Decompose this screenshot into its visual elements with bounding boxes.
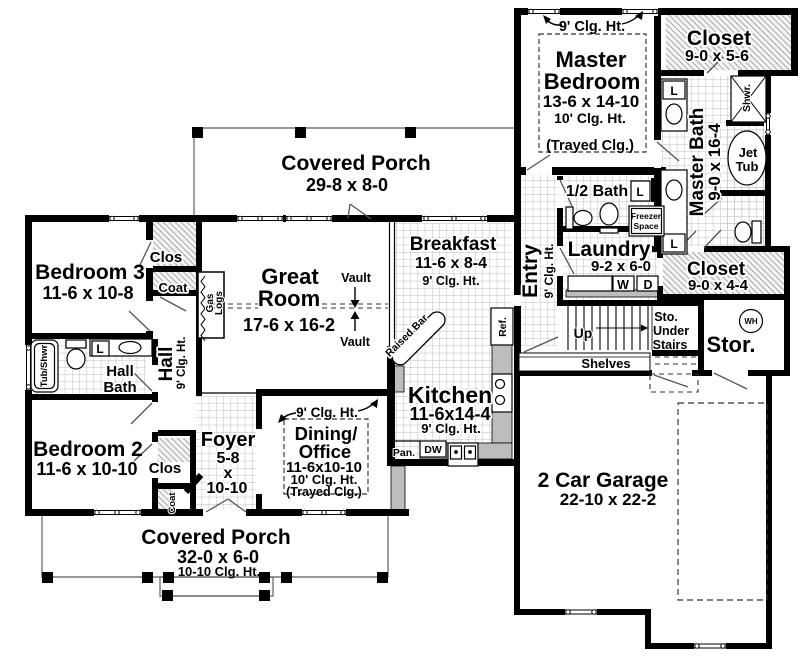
arrows bbox=[278, 11, 643, 423]
foyer-dim-1: 5-8 bbox=[216, 450, 239, 467]
hall-bath-fixtures bbox=[30, 338, 153, 393]
linen-label-halfbath: L bbox=[636, 185, 643, 199]
master-dim: 13-6 x 14-10 bbox=[543, 92, 639, 111]
hall-bath-name-2: Bath bbox=[103, 379, 136, 396]
breakfast-dim: 11-6 x 8-4 bbox=[415, 255, 487, 272]
garage-name: 2 Car Garage bbox=[538, 469, 669, 492]
master-name-1: Master bbox=[556, 47, 627, 72]
dining-tray: (Trayed Clg.) bbox=[286, 485, 362, 499]
bedroom3-coat-label: Coat bbox=[159, 280, 189, 295]
porch-posts bbox=[42, 127, 416, 601]
stairs bbox=[567, 306, 653, 350]
dashed-lines bbox=[210, 33, 768, 601]
bedroom2-closet-label: Clos bbox=[149, 460, 182, 477]
breakfast-name: Breakfast bbox=[410, 234, 497, 255]
jet-tub-label-2: Tub bbox=[736, 159, 759, 174]
foyer-dim-2: x bbox=[224, 465, 233, 482]
foyer-dim-3: 10-10 bbox=[207, 480, 248, 497]
fireplace bbox=[197, 271, 225, 342]
dryer-label: D bbox=[643, 278, 652, 292]
breakfast-clg: 9' Clg. Ht. bbox=[422, 274, 479, 288]
master-clg-note: 9' Clg. Ht. bbox=[559, 19, 625, 35]
shelves-label: Shelves bbox=[581, 356, 630, 371]
kitchen-fixtures bbox=[419, 307, 514, 467]
garage-dim: 22-10 x 22-2 bbox=[560, 490, 656, 509]
washer-label: W bbox=[617, 278, 629, 292]
closet-top-name: Closet bbox=[687, 27, 751, 50]
door-leaves bbox=[128, 56, 748, 513]
wall-openings bbox=[146, 70, 748, 516]
half-bath-fixtures bbox=[565, 180, 651, 234]
kitchen-dim: 11-6x14-4 bbox=[409, 404, 490, 424]
bedroom2-name: Bedroom 2 bbox=[33, 438, 143, 461]
porch-bottom-clg: 10-10 Clg. Ht. bbox=[178, 564, 260, 579]
porch-bottom-dim: 32-0 x 6-0 bbox=[177, 547, 259, 567]
dining-clg: 10' Clg. Ht. bbox=[291, 472, 358, 487]
master-tray: (Trayed Clg.) bbox=[546, 138, 634, 154]
foyer-chamfer-wall bbox=[183, 473, 204, 494]
stairs-up-label: Up bbox=[574, 325, 593, 341]
freezer-label-1: Freezer bbox=[631, 211, 662, 221]
vault-label-bottom: Vault bbox=[340, 335, 371, 349]
foyer-name: Foyer bbox=[201, 429, 256, 451]
bedroom3-closet-label: Clos bbox=[150, 249, 183, 266]
hall-clg: 9' Clg. Ht. bbox=[176, 337, 188, 390]
freezer-label-2: Space bbox=[633, 221, 658, 231]
bedroom2-dim: 11-6 x 10-10 bbox=[36, 459, 137, 479]
bedroom3-dim: 11-6 x 10-8 bbox=[42, 283, 133, 303]
kitchen-clg: 9' Clg. Ht. bbox=[421, 421, 480, 436]
shelves-band bbox=[518, 352, 651, 372]
hall-name: Hall bbox=[156, 347, 177, 382]
pantry-label: Pan. bbox=[393, 447, 415, 459]
laundry-fixtures bbox=[567, 205, 665, 292]
kitchen-name: Kitchen bbox=[408, 382, 492, 408]
closet-hatching bbox=[152, 14, 791, 516]
great-room-dim: 17-6 x 16-2 bbox=[243, 315, 335, 335]
shower-label: Shwr. bbox=[741, 84, 753, 112]
great-room-name-2: Room bbox=[258, 286, 320, 311]
foyer-coat-label: Coat bbox=[167, 492, 178, 514]
dining-clg-note: 9' Clg. Ht. bbox=[296, 405, 358, 420]
master-bath-dim: 9-0 x 16-4 bbox=[705, 123, 724, 201]
closet-mid-name: Closet bbox=[687, 259, 746, 280]
linen-label-hallbath: L bbox=[96, 342, 103, 356]
laundry-name: Laundry bbox=[568, 238, 651, 261]
laundry-dim: 9-2 x 6-0 bbox=[591, 258, 651, 275]
master-bath-name: Master Bath bbox=[687, 108, 708, 217]
closet-mid-dim: 9-0 x 4-4 bbox=[688, 277, 749, 294]
master-bath-fixtures bbox=[660, 75, 767, 255]
linen-label-mb-bottom: L bbox=[670, 237, 677, 251]
tub-shower-label: Tub/Shwr bbox=[39, 344, 50, 387]
dishwasher-label: DW bbox=[424, 444, 442, 456]
porch-top-title: Covered Porch bbox=[281, 152, 430, 175]
gas-logs-label-2: Logs bbox=[214, 291, 225, 315]
sto-label-3: Stairs bbox=[653, 338, 688, 352]
linen-label-mb-top: L bbox=[670, 84, 677, 98]
dining-dim: 11-6x10-10 bbox=[286, 459, 362, 476]
fridge-label: Ref. bbox=[497, 317, 509, 337]
master-name-2: Bedroom bbox=[544, 69, 641, 94]
master-clg: 10' Clg. Ht. bbox=[554, 110, 626, 126]
water-heater bbox=[738, 308, 764, 334]
bedroom3-name: Bedroom 3 bbox=[35, 261, 145, 284]
sto-label-1: Sto. bbox=[654, 310, 678, 324]
entry-clg: 9' Clg. Ht. bbox=[542, 244, 556, 299]
gas-logs-label-1: Gas bbox=[205, 293, 216, 312]
entry-name: Entry bbox=[519, 244, 542, 298]
windows bbox=[24, 7, 772, 650]
dining-name-2: Office bbox=[299, 441, 351, 462]
wh-label: WH bbox=[744, 317, 758, 326]
great-room-name-1: Great bbox=[261, 264, 319, 289]
dining-name-1: Dining/ bbox=[295, 423, 358, 444]
half-bath-name: 1/2 Bath bbox=[566, 183, 628, 200]
porch-top-dim: 29-8 x 8-0 bbox=[306, 175, 388, 195]
sto-label-2: Under bbox=[653, 324, 689, 338]
porch-bottom-title: Covered Porch bbox=[141, 526, 290, 549]
jet-tub-label-1: Jet bbox=[739, 145, 758, 160]
hall-bath-name-1: Hall bbox=[106, 363, 134, 380]
closet-top-dim: 9-0 x 5-6 bbox=[685, 48, 749, 65]
storage-name: Stor. bbox=[707, 332, 756, 357]
vault-label-top: Vault bbox=[341, 271, 372, 285]
